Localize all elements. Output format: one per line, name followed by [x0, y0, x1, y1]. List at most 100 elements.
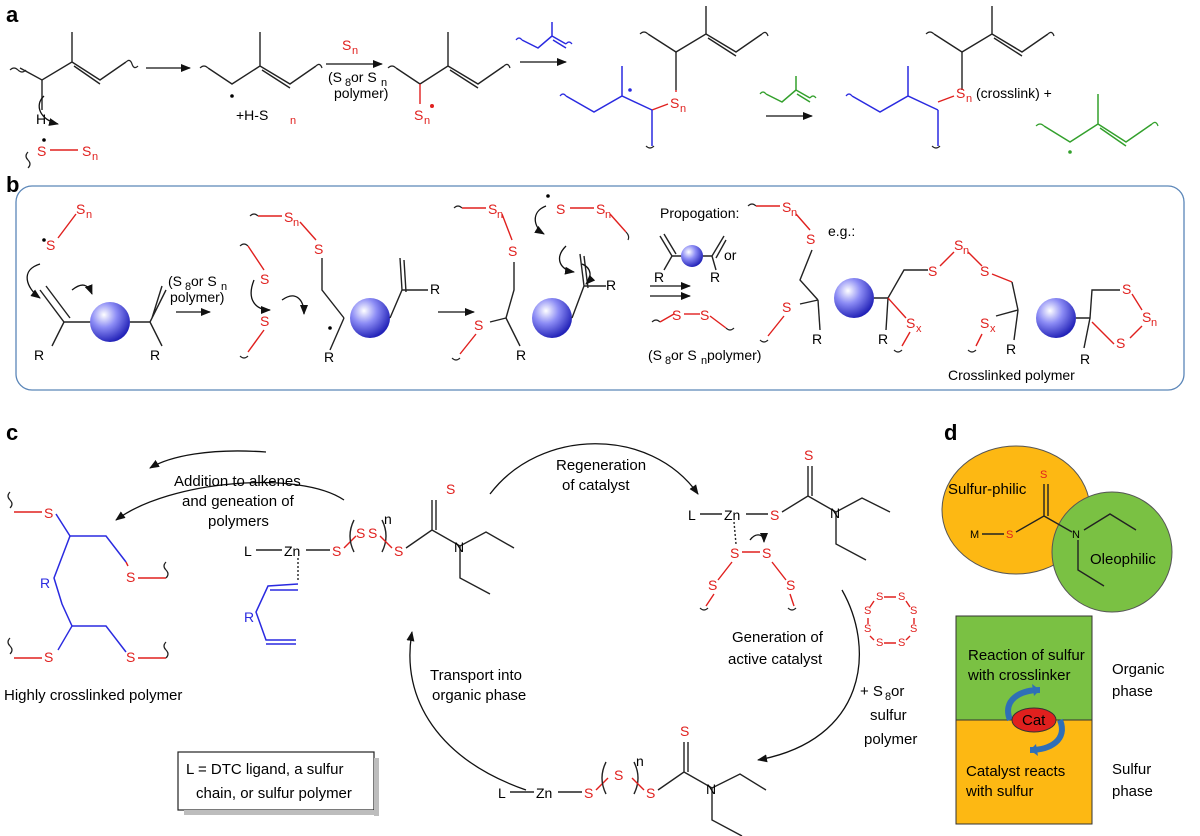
generation-label-2: active catalyst	[728, 651, 823, 668]
svg-text:S: S	[614, 767, 623, 783]
sulfur-philic-label: Sulfur-philic	[948, 481, 1027, 498]
svg-text:or: or	[724, 247, 737, 263]
zn-s8-complex: L Zn S S N S S S S	[688, 447, 891, 611]
ligand-legend: L = DTC ligand, a sulfur chain, or sulfu…	[177, 751, 379, 816]
propagation-block: Propogation: R R or S S (S 8 or S n poly…	[648, 205, 761, 367]
legend-line-2: chain, or sulfur polymer	[196, 785, 352, 802]
svg-text:R: R	[654, 269, 664, 285]
svg-text:with sulfur: with sulfur	[965, 783, 1034, 800]
svg-text:S: S	[876, 637, 883, 649]
svg-text:S: S	[126, 569, 135, 585]
addition-label-2: and geneation of	[182, 493, 295, 510]
svg-text:n: n	[86, 209, 92, 221]
svg-text:+ S: + S	[860, 683, 883, 700]
panel-label-d: d	[944, 420, 957, 445]
svg-text:polymer): polymer)	[170, 289, 224, 305]
svg-text:8: 8	[185, 281, 191, 293]
svg-text:n: n	[605, 209, 611, 221]
svg-text:S: S	[414, 107, 423, 123]
reagent-sn: S	[342, 37, 351, 53]
svg-text:S: S	[782, 299, 791, 315]
svg-text:n: n	[92, 151, 98, 163]
chain-growth-radical: S n	[559, 6, 769, 149]
svg-text:n: n	[1151, 317, 1157, 329]
svg-text:n: n	[791, 207, 797, 219]
cat-label: Cat	[1022, 712, 1046, 729]
svg-text:sulfur: sulfur	[870, 707, 907, 724]
svg-text:n: n	[221, 281, 227, 293]
svg-text:8: 8	[345, 77, 351, 89]
svg-text:or: or	[891, 683, 904, 700]
svg-text:S: S	[368, 525, 377, 541]
svg-text:8: 8	[885, 691, 891, 703]
svg-text:R: R	[1006, 341, 1016, 357]
svg-text:Zn: Zn	[284, 543, 300, 559]
svg-text:S: S	[864, 605, 871, 617]
hydrogen-atom: H	[36, 111, 46, 127]
zn-alkene-complex: L Zn S S n S S S N R	[244, 481, 515, 645]
oleophilic-blob	[1051, 491, 1173, 613]
svg-text:R: R	[34, 347, 44, 363]
svg-text:S: S	[782, 199, 791, 215]
svg-text:phase: phase	[1112, 683, 1153, 700]
svg-text:S: S	[356, 525, 365, 541]
panel-c: c Addition to alkenes and geneation of p…	[4, 420, 917, 836]
panel-label-c: c	[6, 420, 18, 445]
svg-text:R: R	[150, 347, 160, 363]
svg-text:n: n	[966, 93, 972, 105]
svg-text:polymer: polymer	[864, 731, 917, 748]
svg-text:R: R	[40, 575, 50, 591]
svg-text:polymer): polymer)	[334, 85, 388, 101]
arrow-transport	[406, 631, 527, 791]
svg-text:L: L	[498, 785, 506, 801]
zn-polysulfide-catalyst: L Zn S n S S S N	[498, 723, 767, 836]
radical-intermediate-1: S n S S S R R	[239, 209, 440, 365]
core-sphere-5	[1036, 298, 1076, 338]
svg-text:R: R	[244, 609, 254, 625]
svg-text:S: S	[44, 649, 53, 665]
svg-text:M: M	[970, 529, 979, 541]
svg-text:S: S	[806, 231, 815, 247]
oleophilic-label: Oleophilic	[1090, 551, 1156, 568]
allyl-radical: +H-S n	[199, 32, 323, 127]
crosslinked-product: S n (crosslink) +	[845, 6, 1055, 149]
svg-text:S: S	[956, 85, 965, 101]
generation-label-1: Generation of	[732, 629, 824, 646]
svg-text:S: S	[730, 545, 739, 561]
arrow-regeneration	[489, 443, 699, 495]
sulfurated-radical: S n	[387, 32, 511, 127]
svg-text:S: S	[910, 623, 917, 635]
svg-text:n: n	[384, 511, 392, 527]
svg-text:S: S	[672, 307, 681, 323]
regeneration-label-2: of catalyst	[562, 477, 630, 494]
svg-text:S: S	[708, 577, 717, 593]
svg-text:n: n	[293, 217, 299, 229]
plus-h-s: +H-S	[236, 107, 268, 123]
svg-text:8: 8	[665, 355, 671, 367]
svg-text:n: n	[963, 245, 969, 257]
svg-text:S: S	[954, 237, 963, 253]
crosslinked-polymer-label: Crosslinked polymer	[948, 367, 1075, 383]
cat-oval	[1011, 707, 1057, 733]
svg-text:S: S	[314, 241, 323, 257]
svg-text:n: n	[290, 115, 296, 127]
panel-a: a H S S n +H-S n S n	[6, 2, 1159, 169]
svg-text:Reaction of sulfur: Reaction of sulfur	[968, 647, 1085, 664]
svg-text:with crosslinker: with crosslinker	[967, 667, 1071, 684]
arrow-to-polymer-upper	[149, 450, 267, 469]
svg-text:S: S	[1040, 469, 1047, 481]
svg-text:S: S	[126, 649, 135, 665]
svg-text:Zn: Zn	[724, 507, 740, 523]
svg-text:or S: or S	[191, 273, 217, 289]
svg-text:S: S	[260, 313, 269, 329]
svg-text:phase: phase	[1112, 783, 1153, 800]
svg-text:S: S	[332, 543, 341, 559]
svg-text:n: n	[680, 103, 686, 115]
svg-text:S: S	[762, 545, 771, 561]
svg-text:S: S	[898, 637, 905, 649]
svg-text:R: R	[430, 281, 440, 297]
crosslinked-network: S n S e.g.: S R R S x S S n S	[747, 199, 1157, 383]
panel-b-frame	[15, 185, 1185, 391]
svg-text:S: S	[980, 315, 989, 331]
highly-crosslinked-label: Highly crosslinked polymer	[4, 687, 182, 704]
